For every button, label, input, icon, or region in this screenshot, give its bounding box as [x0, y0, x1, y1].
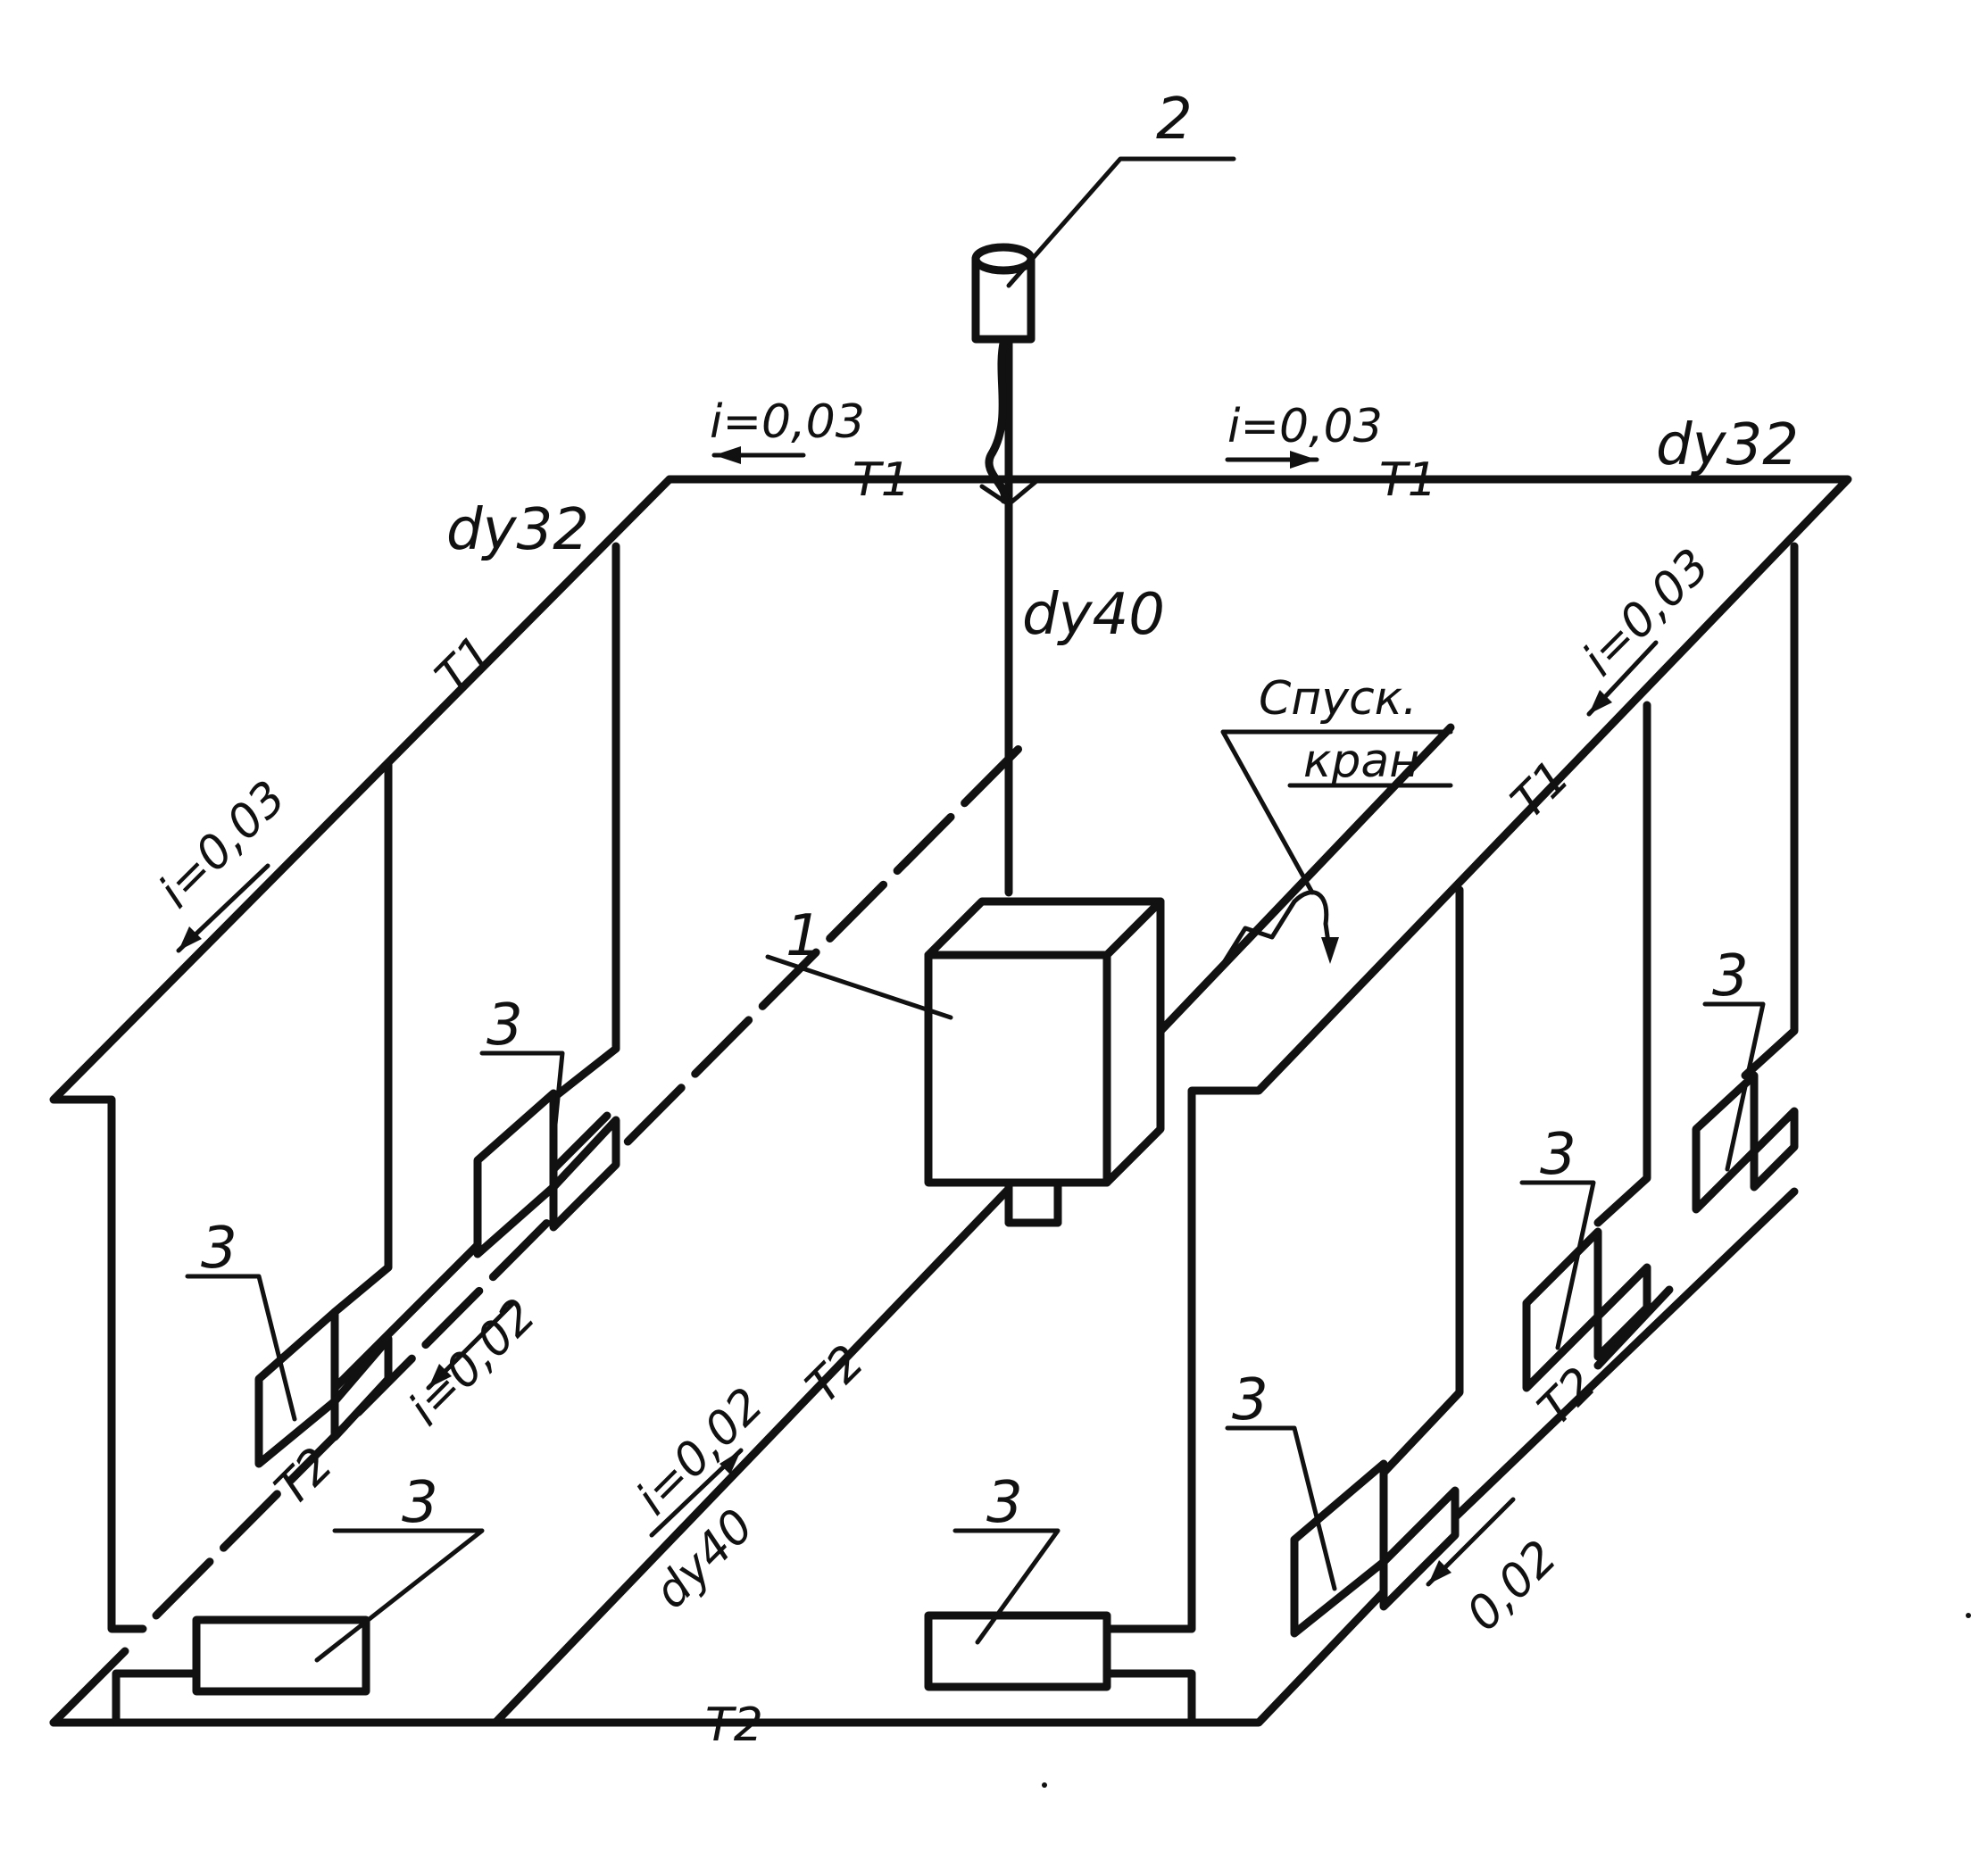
label-slope-right-diagonal: i=0,03	[1573, 539, 1720, 686]
label-slope-return-left: i=0,02	[399, 1289, 546, 1436]
speck	[1966, 1613, 1971, 1618]
label-t1-right-diagonal: T1	[1501, 751, 1580, 829]
label-slope-top-left: i=0,03	[710, 395, 865, 449]
label-dy32-right: dy32	[1656, 412, 1799, 478]
label-vessel-2: 2	[1156, 87, 1193, 153]
drain-valve-icon	[1220, 890, 1339, 967]
boiler	[924, 897, 1165, 1227]
label-slope-top-right: i=0,03	[1227, 400, 1383, 453]
right-risers	[1379, 542, 1799, 1477]
label-radiator-3: 3	[487, 992, 523, 1059]
slope-arrows	[176, 446, 1659, 1587]
label-radiator-3: 3	[1540, 1122, 1576, 1188]
label-radiator-3: 3	[402, 1470, 438, 1536]
label-radiator-3: 3	[1712, 943, 1749, 1009]
label-t2-bottom: T2	[705, 1698, 763, 1752]
label-t1-top-left: T1	[853, 453, 911, 507]
label-t1-top-right: T1	[1379, 453, 1437, 507]
label-radiator-3: 3	[201, 1216, 237, 1282]
label-t1-left-diagonal: T1	[426, 626, 504, 704]
radiators	[112, 1071, 1799, 1727]
label-radiator-3: 3	[1232, 1367, 1268, 1433]
expansion-vessel	[971, 243, 1036, 344]
radiator-left-lower	[254, 1308, 339, 1468]
supply-pipe-t1	[49, 335, 1852, 1633]
label-drain-valve-line2: кран	[1303, 735, 1419, 788]
speck	[1042, 1782, 1047, 1788]
left-risers	[330, 542, 620, 1316]
radiator-bottom-left	[192, 1615, 370, 1696]
label-dy32-left: dy32	[446, 497, 589, 563]
label-slope-left-diagonal: i=0,03	[149, 771, 296, 918]
leader-lines	[185, 156, 1766, 1663]
label-radiator-3: 3	[986, 1470, 1023, 1536]
label-dy40-riser: dy40	[1022, 582, 1165, 648]
label-slope-return-right: 0,02	[1457, 1531, 1568, 1641]
label-boiler-1: 1	[786, 903, 822, 969]
label-drain-valve-line1: Спуск.	[1259, 672, 1418, 726]
radiator-bottom-mid	[924, 1611, 1111, 1691]
